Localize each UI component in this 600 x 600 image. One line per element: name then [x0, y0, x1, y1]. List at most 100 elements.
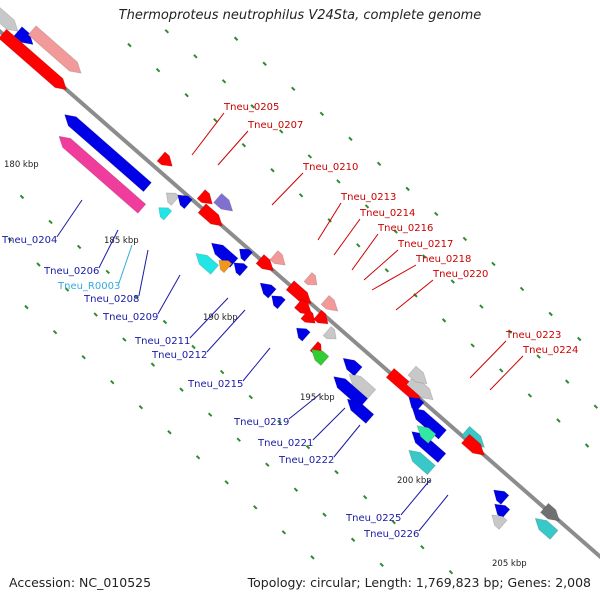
reverse-gene-arrow[interactable]: [177, 194, 193, 210]
forward-gene-label[interactable]: Tneu_0207: [247, 120, 303, 131]
gene-leader-line: [98, 229, 119, 269]
reverse-gene-arrow[interactable]: [346, 398, 375, 424]
reverse-gene-arrow[interactable]: [408, 449, 436, 476]
forward-gene-arrow[interactable]: [197, 203, 223, 227]
forward-gene-arrow[interactable]: [322, 325, 337, 340]
gene-leader-line: [217, 130, 249, 166]
tick-mark: [291, 86, 296, 91]
gene-leader-line: [371, 264, 417, 291]
reverse-gene-label[interactable]: Tneu_0211: [134, 336, 190, 347]
gene-leader-line: [189, 297, 229, 339]
forward-gene-arrow[interactable]: [27, 25, 82, 74]
reverse-gene-label[interactable]: Tneu_0208: [83, 294, 139, 305]
rna-gene-label[interactable]: Tneu_R0003: [57, 281, 120, 292]
reverse-gene-arrow[interactable]: [295, 327, 311, 342]
tick-mark: [462, 236, 468, 242]
reverse-gene-arrow[interactable]: [259, 282, 277, 299]
forward-gene-label[interactable]: Tneu_0220: [432, 269, 488, 280]
forward-gene-arrow[interactable]: [196, 189, 213, 205]
reverse-gene-label[interactable]: Tneu_0225: [345, 513, 401, 524]
tick-mark: [422, 254, 427, 259]
tick-mark: [19, 194, 25, 200]
reverse-gene-label[interactable]: Tneu_0215: [187, 379, 243, 390]
forward-gene-label[interactable]: Tneu_0218: [415, 254, 471, 265]
reverse-gene-arrow[interactable]: [58, 135, 147, 214]
reverse-gene-label[interactable]: Tneu_0212: [151, 350, 207, 361]
reverse-gene-arrow[interactable]: [333, 376, 369, 409]
reverse-gene-label[interactable]: Tneu_0206: [43, 266, 99, 277]
reverse-gene-arrow[interactable]: [493, 489, 510, 505]
tick-mark: [76, 244, 82, 250]
reverse-gene-arrow[interactable]: [158, 207, 173, 221]
tick-mark: [233, 36, 239, 41]
reverse-gene-label[interactable]: Tneu_0219: [233, 417, 289, 428]
forward-gene-arrow[interactable]: [539, 502, 561, 522]
reverse-gene-arrow[interactable]: [218, 259, 233, 274]
forward-gene-arrow[interactable]: [313, 309, 329, 325]
reverse-gene-arrow[interactable]: [238, 248, 254, 262]
reverse-gene-arrow[interactable]: [411, 431, 447, 464]
gene-leader-line: [351, 233, 379, 271]
forward-gene-label[interactable]: Tneu_0214: [359, 208, 415, 219]
tick-mark: [548, 311, 553, 317]
forward-gene-label[interactable]: Tneu_0210: [302, 162, 358, 173]
tick-mark: [336, 179, 341, 184]
reverse-gene-arrow[interactable]: [348, 373, 377, 400]
reverse-gene-arrow[interactable]: [534, 517, 559, 540]
gene-leader-line: [191, 112, 225, 156]
forward-gene-arrow[interactable]: [320, 294, 339, 312]
tick-mark: [350, 537, 356, 542]
reverse-gene-arrow[interactable]: [195, 252, 220, 275]
tick-mark: [52, 329, 58, 335]
tick-mark: [491, 261, 496, 267]
forward-gene-arrow[interactable]: [0, 7, 19, 32]
forward-gene-arrow[interactable]: [460, 433, 485, 456]
tick-mark: [293, 487, 299, 492]
reverse-gene-arrow[interactable]: [233, 262, 249, 277]
forward-gene-arrow[interactable]: [156, 151, 173, 167]
forward-gene-arrow[interactable]: [405, 374, 434, 401]
tick-mark: [195, 455, 201, 460]
reverse-gene-arrow[interactable]: [491, 514, 508, 530]
forward-gene-label[interactable]: Tneu_0205: [223, 102, 279, 113]
tick-mark: [262, 61, 267, 66]
tick-mark: [391, 519, 396, 525]
gene-leader-line: [333, 218, 361, 256]
reverse-gene-label[interactable]: Tneu_0222: [278, 455, 334, 466]
tick-mark: [64, 287, 70, 292]
forward-gene-arrow[interactable]: [300, 309, 316, 324]
forward-gene-arrow[interactable]: [303, 271, 318, 286]
forward-gene-label[interactable]: Tneu_0216: [377, 223, 433, 234]
reverse-gene-label[interactable]: Tneu_0221: [257, 438, 313, 449]
forward-gene-label[interactable]: Tneu_0217: [397, 239, 453, 250]
tick-mark: [577, 336, 582, 342]
gene-leader-line: [469, 340, 507, 379]
forward-gene-arrow[interactable]: [407, 365, 428, 385]
forward-gene-label[interactable]: Tneu_0224: [522, 345, 578, 356]
reverse-gene-arrow[interactable]: [416, 425, 437, 444]
reverse-gene-arrow[interactable]: [64, 114, 152, 193]
reverse-gene-arrow[interactable]: [342, 357, 363, 377]
forward-gene-label[interactable]: Tneu_0213: [340, 192, 396, 203]
tick-mark: [213, 117, 218, 123]
tick-mark: [527, 393, 533, 398]
gene-leader-line: [138, 249, 149, 297]
tick-mark: [584, 443, 590, 448]
tick-mark: [191, 344, 196, 350]
tick-mark: [448, 570, 454, 575]
gene-leader-line: [363, 249, 399, 281]
forward-gene-label[interactable]: Tneu_0223: [505, 330, 561, 341]
tick-mark: [310, 555, 315, 560]
reverse-gene-arrow[interactable]: [271, 295, 286, 310]
reverse-gene-label[interactable]: Tneu_0226: [363, 529, 419, 540]
forward-gene-arrow[interactable]: [269, 250, 286, 266]
tick-mark: [24, 304, 29, 310]
reverse-gene-arrow[interactable]: [310, 348, 330, 367]
forward-gene-arrow[interactable]: [255, 253, 275, 272]
gene-leader-line: [271, 172, 304, 206]
reverse-gene-label[interactable]: Tneu_0204: [1, 235, 57, 246]
forward-gene-arrow[interactable]: [13, 26, 34, 45]
forward-gene-arrow[interactable]: [0, 28, 68, 91]
forward-gene-arrow[interactable]: [213, 192, 234, 212]
reverse-gene-label[interactable]: Tneu_0209: [102, 312, 158, 323]
